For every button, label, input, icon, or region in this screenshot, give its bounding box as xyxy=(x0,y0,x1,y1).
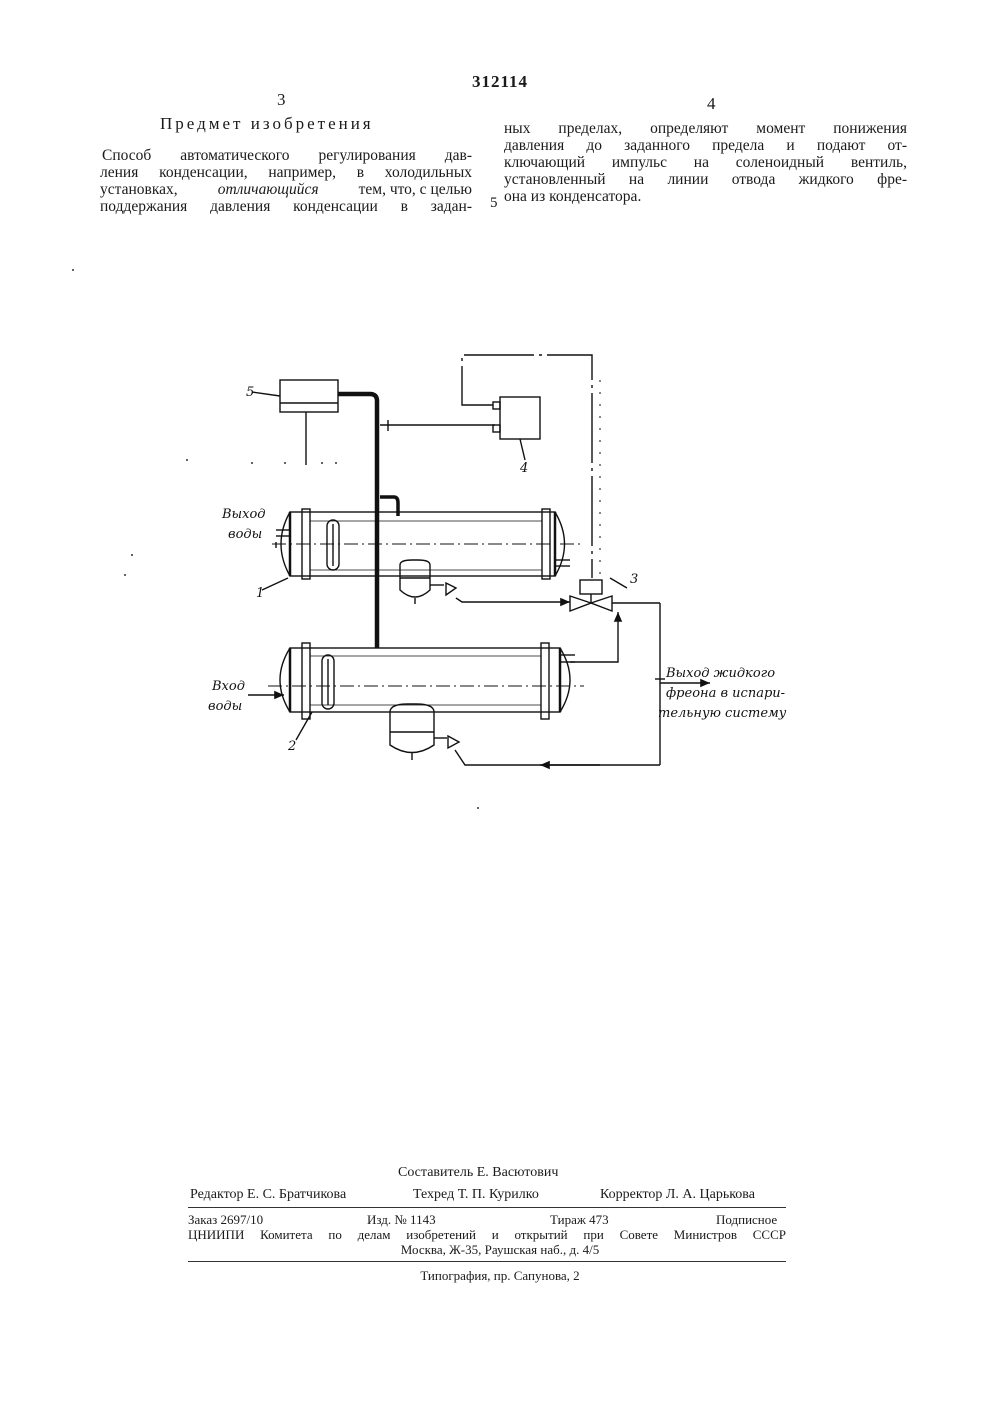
number-5: 5 xyxy=(246,385,254,400)
footer-rule-bottom xyxy=(188,1261,786,1262)
printing-house: Типография, пр. Сапунова, 2 xyxy=(0,1268,1000,1283)
label-water-out-2: воды xyxy=(228,527,262,542)
label-water-in-1: Вход xyxy=(211,679,245,694)
pressure-branch-line xyxy=(380,497,398,516)
label-freon-out-2: фреона в испари- xyxy=(666,686,785,701)
edition-number: Изд. № 1143 xyxy=(367,1212,436,1227)
order-number: Заказ 2697/10 xyxy=(188,1212,263,1227)
print-run: Тираж 473 xyxy=(550,1212,609,1227)
control-unit-4 xyxy=(493,397,540,439)
subscription: Подписное xyxy=(716,1212,777,1227)
address: Москва, Ж-35, Раушская наб., д. 4/5 xyxy=(0,1242,1000,1257)
techred: Техред Т. П. Курилко xyxy=(413,1187,539,1203)
corrector: Корректор Л. А. Царькова xyxy=(600,1187,755,1203)
condenser-1 xyxy=(272,509,580,579)
label-water-out-1: Выход xyxy=(221,507,266,522)
compiler: Составитель Е. Васютович xyxy=(398,1165,558,1181)
number-4: 4 xyxy=(519,461,528,476)
institute: ЦНИИПИ Комитета по делам изобретений и о… xyxy=(188,1227,786,1242)
number-3: 3 xyxy=(630,572,638,587)
receiver-upper xyxy=(400,560,456,604)
solenoid-valve-3 xyxy=(570,580,660,765)
condenser-schematic: Выход воды Вход воды Выход жидкого фреон… xyxy=(0,0,1000,820)
editor: Редактор Е. С. Братчикова xyxy=(190,1187,346,1203)
label-freon-out-3: тельную систему xyxy=(658,706,787,721)
label-water-in-2: воды xyxy=(208,699,242,714)
number-2: 2 xyxy=(287,739,296,754)
label-freon-out-1: Выход жидкого xyxy=(665,666,775,681)
pressure-relay-5 xyxy=(252,380,338,465)
number-1: 1 xyxy=(256,586,264,601)
condenser-2 xyxy=(268,643,584,719)
footer-rule-top xyxy=(188,1207,786,1208)
